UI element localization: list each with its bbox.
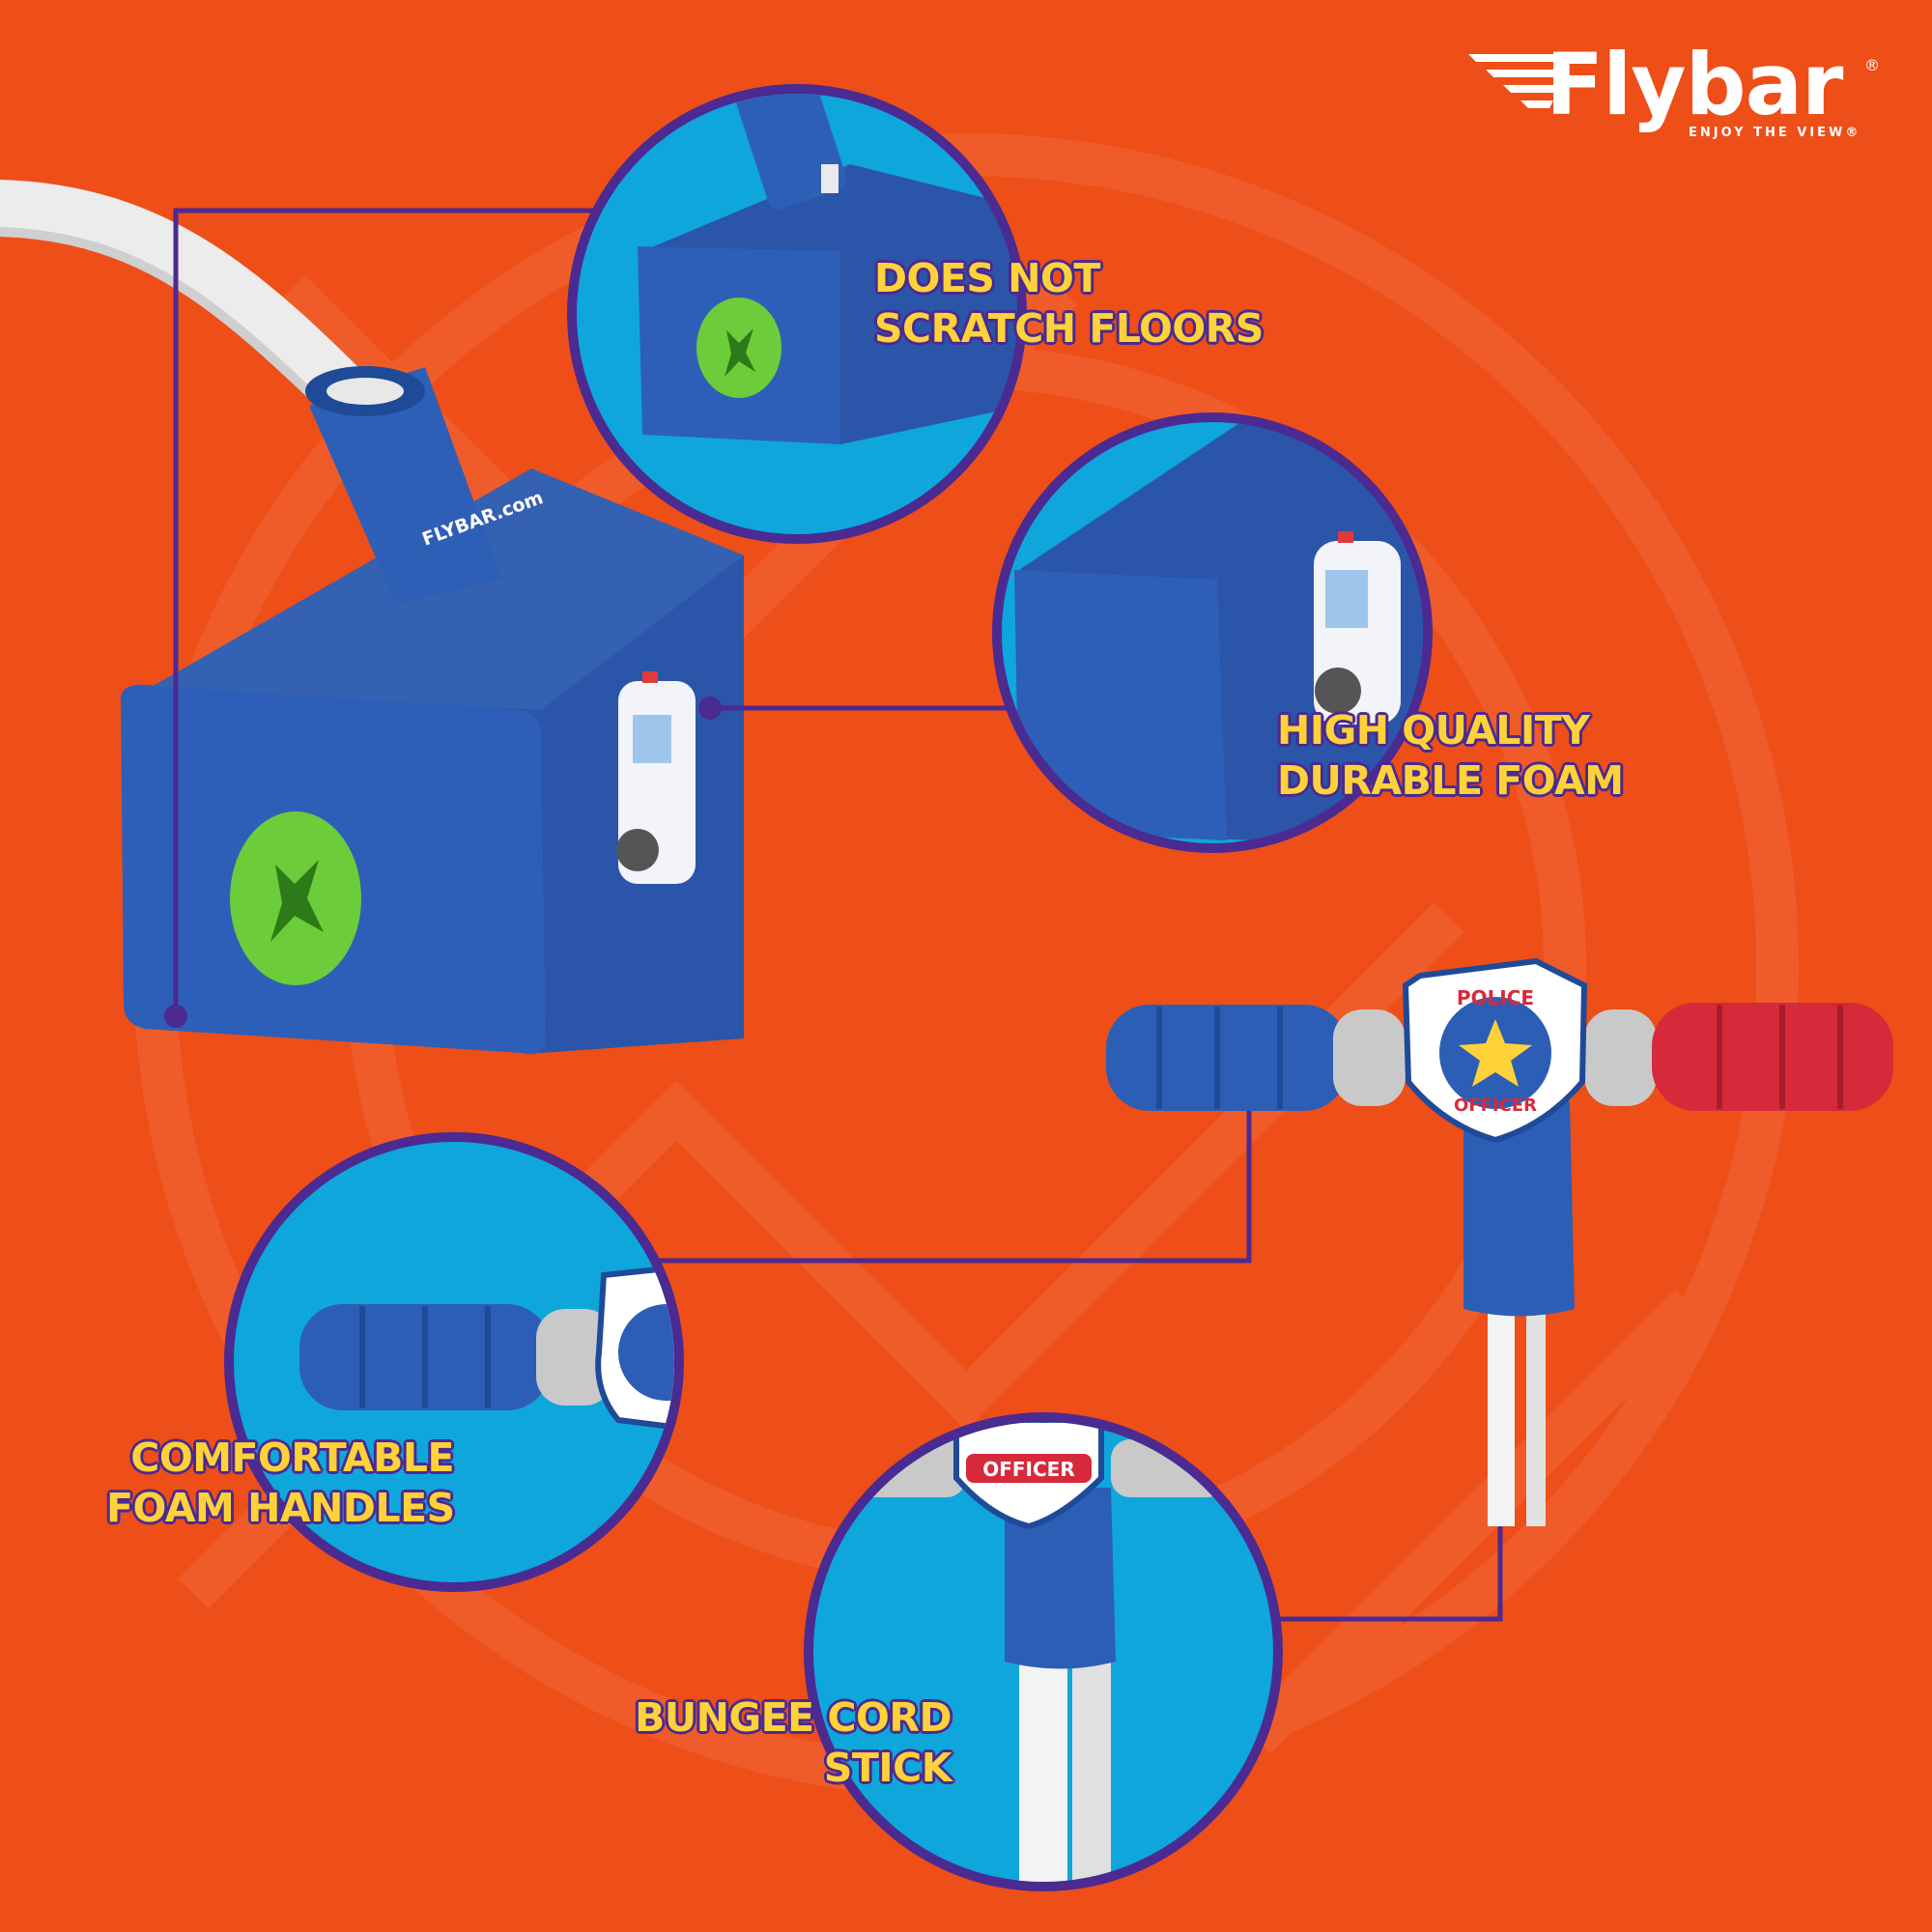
- detail-circle-handles: [224, 1132, 684, 1592]
- callout-line: DOES NOT: [874, 255, 1100, 301]
- callout-line: HIGH QUALITY: [1277, 707, 1590, 753]
- police-officer-badge: [1402, 957, 1588, 1144]
- flybar-wings-icon: [1468, 54, 1565, 108]
- callout-line: BUNGEE CORD: [635, 1694, 952, 1741]
- callout-line: FOAM HANDLES: [106, 1485, 455, 1531]
- brand-tagline: ENJOY THE VIEW®: [1689, 126, 1861, 140]
- callout-line: STICK: [823, 1745, 952, 1791]
- police-car-decal: [616, 671, 696, 884]
- callout-durable-foam: HIGH QUALITY DURABLE FOAM: [1277, 705, 1624, 806]
- brand-registered: ®: [1864, 56, 1880, 74]
- detail-circle-floors: [567, 84, 1027, 544]
- bungee-cord: [0, 180, 385, 434]
- callout-line: SCRATCH FLOORS: [874, 305, 1264, 352]
- foam-base-block: FLYBAR.com: [121, 366, 744, 1055]
- t-handle: [1106, 957, 1893, 1526]
- flybar-logo: Flybar ® ENJOY THE VIEW®: [1468, 43, 1884, 145]
- callout-scratch-floors: DOES NOT SCRATCH FLOORS: [874, 253, 1264, 354]
- callout-line: COMFORTABLE: [130, 1435, 454, 1481]
- callout-bungee-cord: BUNGEE CORD STICK: [618, 1692, 952, 1793]
- callout-line: DURABLE FOAM: [1277, 757, 1624, 804]
- detail-circle-foam: [992, 412, 1433, 853]
- callout-foam-handles: COMFORTABLE FOAM HANDLES: [106, 1433, 455, 1533]
- detail-circle-bungee: [804, 1412, 1283, 1891]
- brand-name: Flybar: [1546, 35, 1843, 134]
